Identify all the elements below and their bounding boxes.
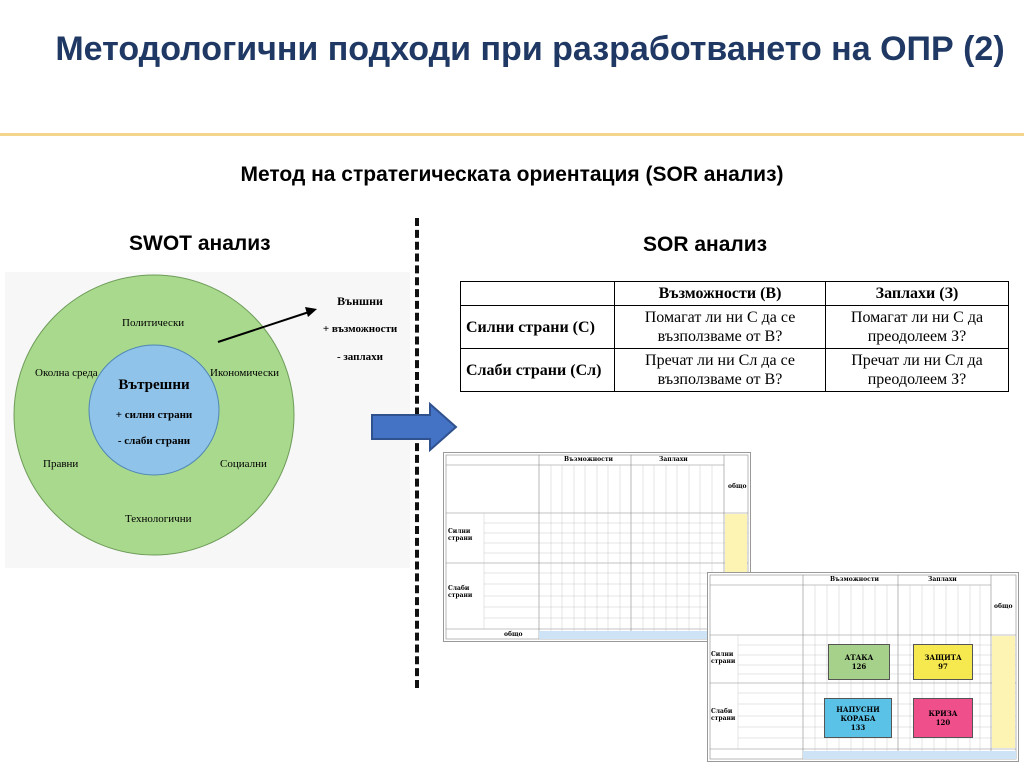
inner-environment-circle — [88, 344, 220, 476]
swot-diagram: Политически Околна среда Икономически Пр… — [5, 272, 410, 568]
sor-row-label: Силни страни (С) — [460, 305, 615, 349]
zone-crisis-name: КРИЗА — [928, 709, 958, 718]
external-pointer-arrowhead — [305, 307, 317, 317]
label-economic: Икономически — [210, 367, 279, 379]
zone-defense: ЗАЩИТА 97 — [913, 644, 973, 680]
label-legal: Правни — [43, 458, 78, 470]
sor-row-label: Слаби страни (Сл) — [460, 348, 615, 392]
sor-table: Възможности (В) Заплахи (З) Силни страни… — [460, 281, 1009, 392]
sor-cell: Пречат ли ни Сл да се възползваме от В? — [614, 348, 826, 392]
sor-col-threats: Заплахи (З) — [825, 281, 1009, 306]
matrix-2-total-col: общо — [994, 603, 1013, 610]
label-environment: Околна среда — [35, 367, 98, 379]
sor-cell: Помагат ли ни С да се възползваме от В? — [614, 305, 826, 349]
slide-title: Методологични подходи при разработването… — [55, 30, 1005, 68]
matrix-2-strengths-label: Силни страни — [711, 651, 736, 665]
zone-abandon-ship-name: НАПУСНИ КОРАБА — [836, 704, 880, 723]
sor-matrix-example-1: Възможности Заплахи общо Силни страни Сл… — [443, 452, 751, 642]
matrix-1-opportunities-header: Възможности — [564, 456, 613, 463]
sor-cell: Пречат ли ни Сл да преодолеем З? — [825, 348, 1009, 392]
matrix-2-opportunities-header: Възможности — [830, 576, 879, 583]
matrix-1-grid — [445, 454, 749, 640]
inner-minus: - слаби страни — [118, 435, 191, 447]
matrix-1-strengths-label: Силни страни — [448, 528, 473, 542]
swot-heading: SWOT анализ — [129, 232, 271, 255]
sor-header-row: Възможности (В) Заплахи (З) — [460, 281, 1009, 306]
label-political: Политически — [122, 317, 184, 329]
inner-plus: + силни страни — [116, 409, 193, 421]
zone-attack: АТАКА 126 — [828, 644, 890, 680]
matrix-1-total-col: общо — [728, 483, 747, 490]
zone-attack-value: 126 — [851, 662, 867, 671]
zone-crisis: КРИЗА 120 — [913, 698, 973, 738]
external-pointer-line — [217, 311, 310, 343]
zone-crisis-value: 120 — [935, 718, 951, 727]
zone-abandon-ship: НАПУСНИ КОРАБА 133 — [824, 698, 892, 738]
external-plus: + възможности — [323, 323, 398, 335]
matrix-1-threats-header: Заплахи — [659, 456, 688, 463]
matrix-2-weaknesses-label: Слаби страни — [711, 708, 736, 722]
zone-attack-name: АТАКА — [844, 653, 874, 662]
sor-row-weaknesses: Слаби страни (Сл) Пречат ли ни Сл да се … — [460, 348, 1009, 392]
sor-corner-cell — [460, 281, 615, 306]
sor-col-opportunities: Възможности (В) — [614, 281, 826, 306]
right-block-arrow — [371, 402, 458, 452]
dashed-divider — [415, 218, 419, 688]
label-technological: Технологични — [125, 513, 192, 525]
inner-title: Вътрешни — [118, 377, 190, 393]
zone-defense-name: ЗАЩИТА — [924, 653, 962, 662]
sor-matrix-example-2: Възможности Заплахи общо Силни страни Сл… — [707, 572, 1019, 762]
method-subtitle: Метод на стратегическата ориентация (SOR… — [240, 163, 784, 186]
label-social: Социални — [220, 458, 267, 470]
sor-cell: Помагат ли ни С да преодолеем З? — [825, 305, 1009, 349]
sor-heading: SOR анализ — [643, 233, 768, 256]
zone-abandon-ship-value: 133 — [850, 722, 866, 732]
title-underline — [0, 133, 1024, 136]
external-title: Външни — [337, 294, 383, 308]
sor-row-strengths: Силни страни (С) Помагат ли ни С да се в… — [460, 305, 1009, 349]
matrix-1-weaknesses-label: Слаби страни — [448, 585, 473, 599]
external-minus: - заплахи — [337, 351, 384, 363]
matrix-2-threats-header: Заплахи — [928, 576, 957, 583]
zone-defense-value: 97 — [938, 662, 948, 671]
matrix-1-total-row: общо — [504, 631, 523, 638]
